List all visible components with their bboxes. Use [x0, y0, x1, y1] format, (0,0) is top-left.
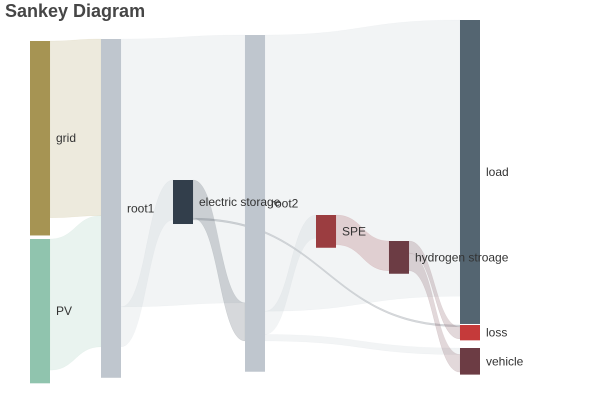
- link-root2-to-vehicle[interactable]: [264, 334, 461, 355]
- node-load[interactable]: [460, 20, 480, 324]
- node-electric-storage[interactable]: [173, 180, 193, 225]
- node-label-loss: loss: [486, 326, 507, 340]
- node-label-vehicle: vehicle: [486, 354, 524, 368]
- node-grid[interactable]: [30, 41, 50, 236]
- chart-title: Sankey Diagram: [5, 1, 146, 21]
- node-label-root1: root1: [127, 201, 155, 215]
- node-label-pv: PV: [56, 304, 72, 318]
- node-root2[interactable]: [245, 35, 265, 372]
- node-loss[interactable]: [460, 325, 480, 341]
- node-label-grid: grid: [56, 131, 76, 145]
- node-spe[interactable]: [316, 215, 336, 248]
- node-pv[interactable]: [30, 239, 50, 384]
- node-label-root2: root2: [271, 196, 299, 210]
- node-root1[interactable]: [101, 39, 121, 378]
- node-hydrogen-stroage[interactable]: [389, 241, 409, 274]
- node-label-hydrogen-stroage: hydrogen stroage: [415, 250, 509, 264]
- node-vehicle[interactable]: [460, 348, 480, 375]
- node-label-spe: SPE: [342, 224, 366, 238]
- link-root1-to-root2[interactable]: [120, 34, 246, 308]
- link-pv-to-root1[interactable]: [49, 215, 102, 371]
- node-label-electric-storage: electric storage: [199, 195, 281, 209]
- link-grid-to-root1[interactable]: [49, 38, 102, 218]
- node-label-load: load: [486, 165, 509, 179]
